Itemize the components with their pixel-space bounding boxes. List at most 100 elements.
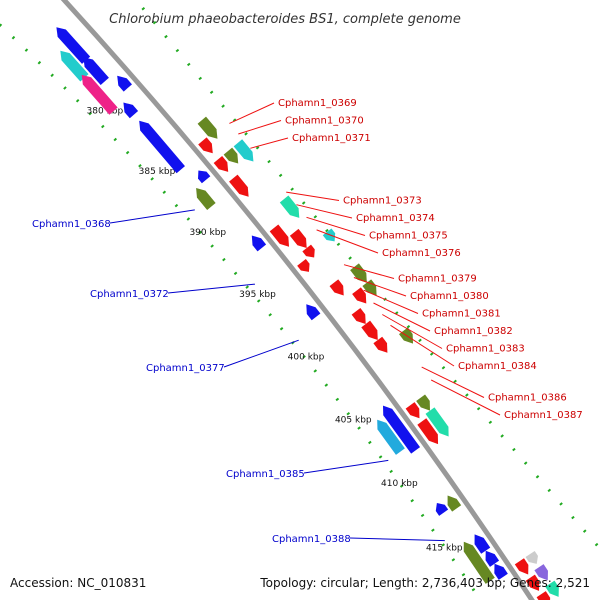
gene-arrow[interactable]	[213, 155, 233, 175]
gene-arrow[interactable]	[198, 137, 217, 156]
gene-arrow[interactable]	[470, 531, 491, 554]
gene-arrow[interactable]	[373, 336, 391, 356]
gene-arrow[interactable]	[113, 72, 132, 92]
gene-label-forward[interactable]: Cphamn1_0380	[410, 291, 489, 302]
tick-layer: 380 kbp 385 kbp 390 kbp 395 kbp 400 kbp 405 k…	[87, 106, 463, 553]
gene-arrow[interactable]	[525, 574, 544, 594]
gene-label-forward[interactable]: Cphamn1_0383	[446, 344, 525, 355]
leader-line	[343, 264, 395, 279]
gene-arrow[interactable]	[514, 558, 533, 577]
gene-arrow[interactable]	[197, 116, 222, 143]
gene-arrow[interactable]	[192, 184, 216, 210]
gene-label-forward[interactable]: Cphamn1_0382	[434, 326, 513, 337]
genome-summary-text: Topology: circular; Length: 2,736,403 bp…	[259, 576, 590, 590]
leader-line	[296, 204, 353, 219]
labels-layer: Cphamn1_0369Cphamn1_0370Cphamn1_0371Cpha…	[32, 98, 583, 545]
gene-arrow[interactable]	[194, 167, 211, 184]
tick-label: 415 kbp	[426, 543, 463, 553]
leader-line	[286, 191, 340, 201]
gene-arrow[interactable]	[536, 591, 555, 600]
gene-arrow[interactable]	[289, 228, 311, 252]
genome-backbone	[60, 0, 535, 600]
leader-line	[421, 366, 485, 398]
gene-arrow[interactable]	[459, 539, 495, 584]
gene-label-forward[interactable]: Cphamn1_0386	[488, 393, 567, 404]
gene-arrow[interactable]	[416, 394, 434, 413]
tick-label: 390 kbp	[189, 228, 226, 238]
leader-line	[109, 209, 195, 224]
gene-arrow[interactable]	[490, 561, 508, 580]
gene-arrow[interactable]	[279, 195, 304, 222]
gene-arrow[interactable]	[425, 407, 454, 439]
gene-arrow[interactable]	[302, 244, 318, 261]
tick-label: 405 kbp	[335, 416, 372, 426]
gene-label-forward[interactable]: Cphamn1_0376	[382, 248, 461, 259]
gene-arrow[interactable]	[302, 301, 321, 321]
gene-arrow[interactable]	[329, 279, 349, 298]
gene-arrow[interactable]	[248, 232, 267, 252]
gene-label-forward[interactable]: Cphamn1_0387	[504, 410, 583, 421]
gene-label-forward[interactable]: Cphamn1_0373	[343, 196, 422, 207]
gene-arrow[interactable]	[545, 580, 563, 600]
gene-arrow[interactable]	[351, 307, 370, 327]
accession-text: Accession: NC_010831	[10, 576, 146, 590]
gene-arrow[interactable]	[229, 174, 253, 201]
map-title: Chlorobium phaeobacteroides BS1, complet…	[109, 12, 461, 27]
gene-arrow[interactable]	[525, 550, 542, 567]
gene-arrow[interactable]	[233, 139, 258, 165]
leader-line	[353, 277, 407, 297]
leader-line	[382, 314, 443, 349]
gene-arrow[interactable]	[135, 117, 185, 174]
gene-label-forward[interactable]: Cphamn1_0379	[398, 274, 477, 285]
tick-label: 410 kbp	[381, 479, 418, 489]
leader-line	[250, 137, 289, 149]
gene-arrow[interactable]	[362, 279, 381, 298]
gene-label-forward[interactable]: Cphamn1_0370	[285, 116, 364, 127]
gene-label-reverse[interactable]: Cphamn1_0372	[90, 289, 169, 300]
gene-arrow[interactable]	[432, 500, 449, 516]
leader-line	[430, 379, 501, 416]
gene-arrow[interactable]	[56, 47, 89, 82]
gene-arrow[interactable]	[379, 402, 421, 454]
tick-label: 385 kbp	[139, 167, 176, 177]
tick-label: 400 kbp	[288, 353, 325, 363]
gene-arrow[interactable]	[350, 263, 371, 286]
leader-line	[373, 302, 431, 332]
gene-arrow[interactable]	[223, 147, 243, 167]
genes-layer	[52, 24, 563, 600]
leader-line	[306, 216, 366, 236]
gene-arrow[interactable]	[119, 99, 139, 119]
gene-label-forward[interactable]: Cphamn1_0371	[292, 133, 371, 144]
gene-arrow[interactable]	[417, 418, 442, 447]
gene-label-forward[interactable]: Cphamn1_0381	[422, 309, 501, 320]
gene-arrow[interactable]	[443, 492, 462, 512]
gene-arrow[interactable]	[373, 416, 405, 455]
gene-arrow[interactable]	[269, 224, 294, 250]
gene-arrow[interactable]	[361, 320, 382, 344]
leader-line	[167, 283, 255, 294]
gene-arrow[interactable]	[79, 54, 109, 85]
gene-label-reverse[interactable]: Cphamn1_0377	[146, 363, 225, 374]
leader-line	[390, 324, 455, 367]
gene-arrow[interactable]	[481, 548, 500, 567]
gene-label-forward[interactable]: Cphamn1_0384	[458, 361, 537, 372]
gene-label-reverse[interactable]: Cphamn1_0368	[32, 219, 111, 230]
gene-arrow[interactable]	[297, 258, 313, 275]
tick-label: 380 kbp	[87, 106, 124, 116]
gene-arrow[interactable]	[352, 287, 371, 306]
gene-label-forward[interactable]: Cphamn1_0375	[369, 231, 448, 242]
leader-line	[223, 339, 299, 368]
gene-arrow[interactable]	[405, 402, 424, 421]
leader-line	[349, 537, 445, 542]
gene-arrow[interactable]	[52, 24, 91, 64]
gene-label-reverse[interactable]: Cphamn1_0388	[272, 534, 351, 545]
gene-arrow[interactable]	[534, 564, 552, 583]
tick-label: 395 kbp	[239, 290, 276, 300]
gene-label-forward[interactable]: Cphamn1_0374	[356, 213, 435, 224]
gene-arrow[interactable]	[78, 71, 118, 115]
gene-arrow[interactable]	[322, 228, 339, 244]
leader-line	[316, 229, 379, 254]
gene-label-reverse[interactable]: Cphamn1_0385	[226, 469, 305, 480]
gene-label-forward[interactable]: Cphamn1_0369	[278, 98, 357, 109]
